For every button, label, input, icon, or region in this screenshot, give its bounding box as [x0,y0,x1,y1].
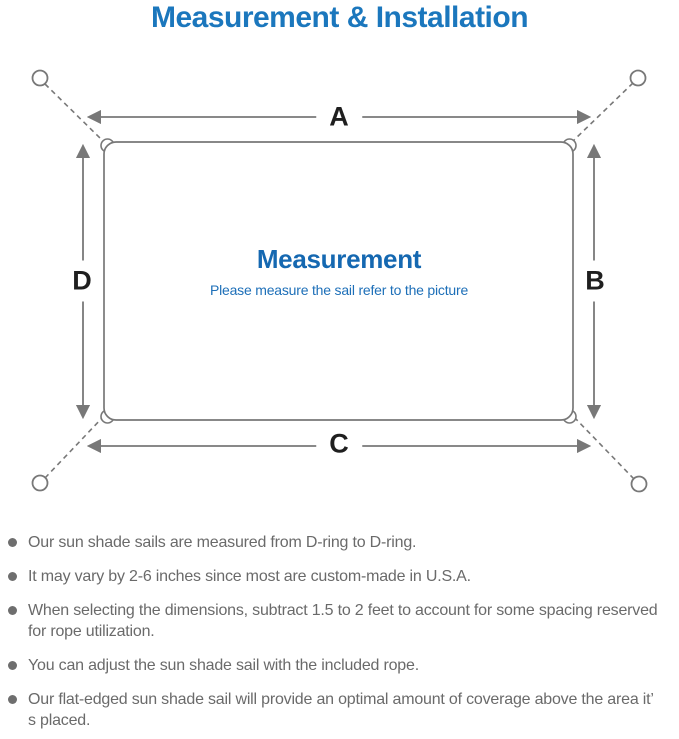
sail-outline [103,141,574,421]
note-item: When selecting the dimensions, subtract … [8,600,663,642]
center-caption-title: Measurement [256,244,422,274]
anchor-ring-icon-bottom-left [31,474,49,492]
bullet-dot-icon [8,606,17,615]
note-text: It may vary by 2-6 inches since most are… [28,568,471,585]
bullet-dot-icon [8,572,17,581]
note-text: Our flat-edged sun shade sail will provi… [28,691,654,729]
note-item: Our sun shade sails are measured from D-… [8,532,663,553]
dimension-label-a: A [316,101,362,133]
center-caption-subtitle: Please measure the sail refer to the pic… [209,282,469,298]
anchor-ring-icon-top-left [31,69,49,87]
bullet-dot-icon [8,538,17,547]
anchor-ring-icon-bottom-right [630,475,648,493]
note-text: Our sun shade sails are measured from D-… [28,534,417,551]
diagram-canvas [31,69,648,493]
bullet-dot-icon [8,661,17,670]
sail-measurement-diagram: A B C D Measurement Please measure the s… [31,69,648,493]
dimension-label-c: C [316,428,362,460]
rope-dashed-line-bottom-right [573,416,635,480]
bullet-dot-icon [8,695,17,704]
sail-center-caption: Measurement Please measure the sail refe… [105,244,573,298]
rope-dashed-line-bottom-left [44,416,104,479]
anchor-ring-icon-top-right [629,69,647,87]
rope-dashed-line-top-left [44,83,104,142]
dimension-label-d: D [67,260,97,302]
page-title: Measurement & Installation [150,1,529,34]
dimension-label-b: B [580,260,610,302]
note-text: You can adjust the sun shade sail with t… [28,657,419,674]
instruction-notes-list: Our sun shade sails are measured from D-… [8,532,663,739]
rope-dashed-line-top-right [573,82,634,141]
note-item: Our flat-edged sun shade sail will provi… [8,689,663,731]
note-text: When selecting the dimensions, subtract … [28,602,658,640]
note-item: You can adjust the sun shade sail with t… [8,655,663,676]
note-item: It may vary by 2-6 inches since most are… [8,566,663,587]
